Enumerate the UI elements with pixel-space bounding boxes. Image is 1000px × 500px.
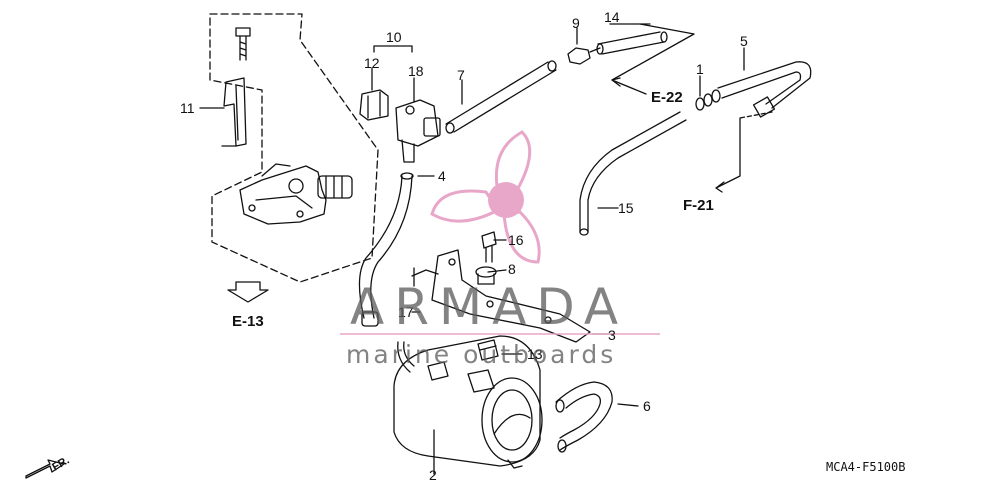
drawing-code: MCA4-F5100B [826, 460, 906, 474]
subassembly-outline [209, 13, 379, 283]
bolt-16 [481, 231, 497, 263]
hose-end-17 [397, 341, 415, 373]
grommet-8 [475, 266, 497, 285]
hose-5 [717, 61, 812, 118]
leader-10 [373, 45, 413, 53]
joint-1 [695, 89, 721, 111]
reference-f21: F-21 [683, 197, 714, 214]
reference-e22: E-22 [651, 89, 683, 106]
watermark-brand: ARMADA [350, 278, 629, 336]
part-label-9: 9 [572, 15, 580, 31]
leader-e22 [611, 77, 647, 95]
part-label-3: 3 [608, 327, 616, 343]
tube-14 [596, 31, 668, 55]
fitting-9 [567, 47, 601, 65]
leader-6 [617, 403, 639, 407]
cap-13 [477, 339, 499, 361]
rubber-mount-12 [359, 89, 389, 121]
leader-f21 [715, 117, 741, 193]
part-label-17: 17 [398, 304, 414, 320]
part-label-13: 13 [527, 346, 543, 362]
part-label-14: 14 [604, 9, 620, 25]
part-label-1: 1 [696, 61, 704, 77]
part-label-7: 7 [457, 67, 465, 83]
arrow-e13 [227, 281, 269, 303]
part-label-18: 18 [408, 63, 424, 79]
leader-e22-sides [611, 23, 695, 81]
purge-valve-18 [395, 99, 441, 163]
hose-4 [358, 172, 414, 327]
part-label-4: 4 [438, 168, 446, 184]
guide-f21 [739, 111, 773, 119]
part-label-10: 10 [386, 29, 402, 45]
stay-3 [411, 249, 591, 343]
valve-assembly-inner [239, 163, 353, 225]
bolt-top [235, 27, 251, 61]
watermark-hub [488, 182, 524, 218]
hose-6 [555, 381, 613, 453]
leader-8 [487, 269, 507, 273]
watermark-tagline: marine outboards [346, 340, 617, 369]
part-label-5: 5 [740, 33, 748, 49]
part-label-11: 11 [180, 100, 195, 116]
bracket-11 [221, 77, 247, 147]
part-label-16: 16 [508, 232, 524, 248]
part-label-8: 8 [508, 261, 516, 277]
reference-e13: E-13 [232, 313, 264, 330]
tube-7 [445, 60, 557, 134]
watermark-propeller [430, 130, 541, 264]
front-arrow [25, 459, 65, 479]
canister-2 [393, 335, 543, 469]
tube-15 [579, 111, 687, 236]
part-label-15: 15 [618, 200, 634, 216]
part-label-2: 2 [429, 467, 437, 483]
part-label-12: 12 [364, 55, 380, 71]
part-label-6: 6 [643, 398, 651, 414]
